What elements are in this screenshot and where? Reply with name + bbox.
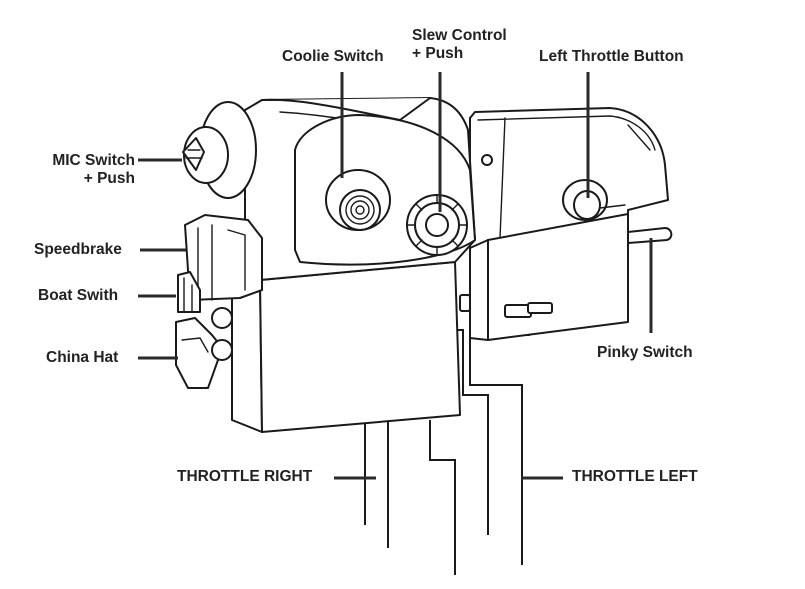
label-pinky-switch: Pinky Switch — [597, 344, 693, 362]
label-speedbrake: Speedbrake — [34, 241, 122, 259]
slew-control-text-line1: Slew Control — [412, 27, 507, 44]
label-coolie-switch: Coolie Switch — [282, 48, 384, 66]
slew-control-text-line2: + Push — [412, 45, 464, 62]
mic-switch-text-line1: MIC Switch — [52, 152, 135, 169]
left-throttle-body — [469, 107, 673, 341]
label-boat-switch: Boat Swith — [38, 287, 118, 305]
mic-switch-text-line2: + Push — [83, 170, 135, 187]
leader-lines — [138, 72, 653, 480]
left-throttle-button-text: Left Throttle Button — [539, 48, 684, 65]
coolie-switch-text: Coolie Switch — [282, 48, 384, 65]
label-throttle-right: THROTTLE RIGHT — [177, 468, 312, 486]
throttle-right-text: THROTTLE RIGHT — [177, 468, 313, 485]
label-mic-switch: MIC Switch + Push — [35, 152, 135, 188]
label-left-throttle-button: Left Throttle Button — [539, 48, 684, 66]
china-hat-text: China Hat — [46, 349, 119, 366]
right-throttle-body — [175, 97, 476, 433]
throttle-left-text: THROTTLE LEFT — [572, 468, 698, 485]
speedbrake-text: Speedbrake — [34, 241, 122, 258]
boat-switch-text: Boat Swith — [38, 287, 119, 304]
label-throttle-left: THROTTLE LEFT — [572, 468, 698, 486]
label-slew-control: Slew Control + Push — [412, 27, 507, 63]
label-china-hat: China Hat — [46, 349, 118, 367]
pinky-switch-text: Pinky Switch — [597, 344, 693, 361]
